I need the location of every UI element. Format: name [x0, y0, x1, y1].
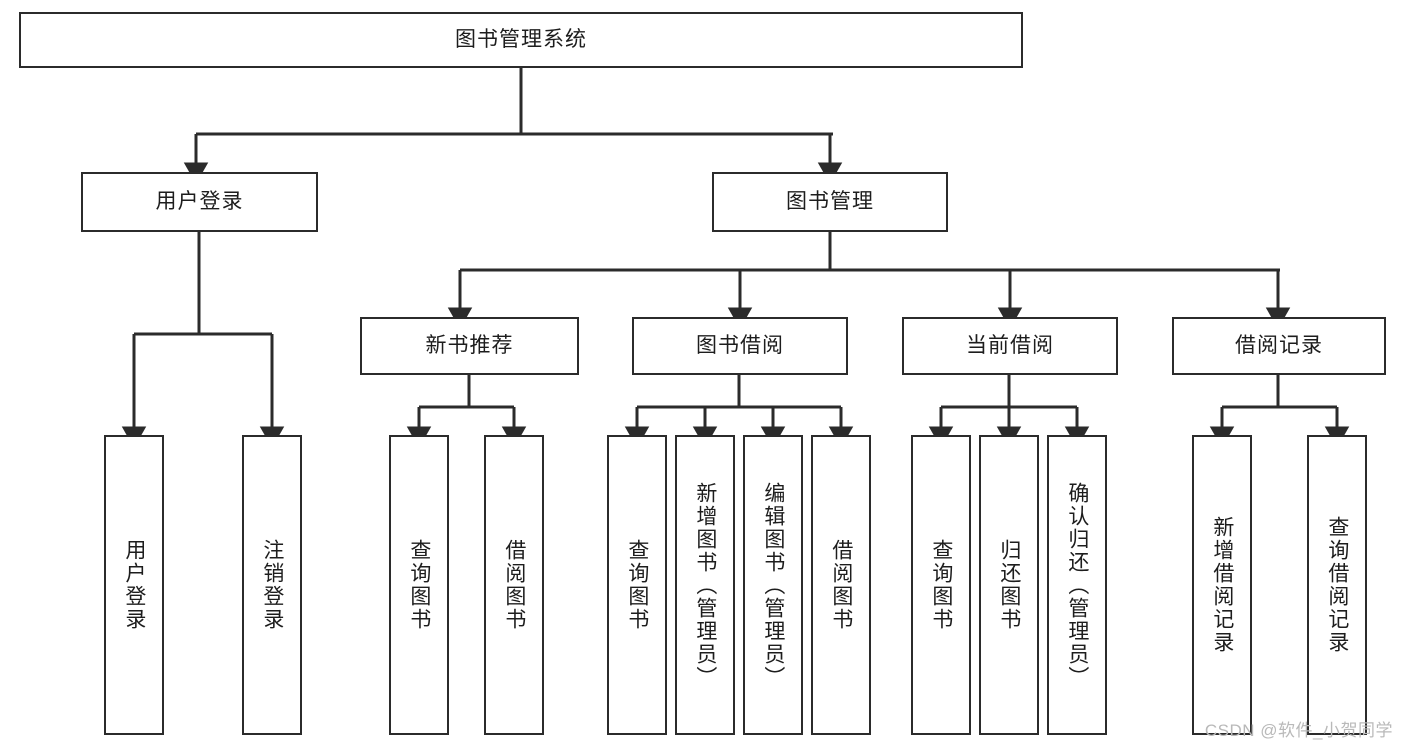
node-book-management-label: 图书管理 [786, 189, 874, 213]
node-book-management[interactable]: 图书管理 [712, 172, 948, 232]
leaf-query-book-2[interactable]: 查询图书 [607, 435, 667, 735]
node-user-login-label: 用户登录 [155, 189, 244, 213]
leaf-user-login[interactable]: 用户登录 [104, 435, 164, 735]
leaf-edit-book[interactable]: 编辑图书（管理员） [743, 435, 803, 735]
node-new-book-recommend-label: 新书推荐 [425, 333, 514, 357]
leaf-logout-login-label: 注销登录 [260, 539, 284, 631]
leaf-edit-book-label: 编辑图书（管理员） [761, 481, 785, 689]
leaf-user-login-label: 用户登录 [122, 539, 146, 631]
leaf-confirm-return-label: 确认归还（管理员） [1065, 481, 1089, 689]
leaf-borrow-book-2[interactable]: 借阅图书 [811, 435, 871, 735]
leaf-return-book-label: 归还图书 [997, 539, 1021, 631]
leaf-confirm-return[interactable]: 确认归还（管理员） [1047, 435, 1107, 735]
leaf-borrow-book-2-label: 借阅图书 [829, 539, 853, 631]
leaf-query-book-3-label: 查询图书 [929, 539, 953, 631]
node-root[interactable]: 图书管理系统 [19, 12, 1023, 68]
leaf-add-book[interactable]: 新增图书（管理员） [675, 435, 735, 735]
leaf-query-book-1-label: 查询图书 [407, 539, 431, 631]
node-root-label: 图书管理系统 [455, 27, 587, 51]
leaf-return-book[interactable]: 归还图书 [979, 435, 1039, 735]
node-borrow-record[interactable]: 借阅记录 [1172, 317, 1386, 375]
leaf-query-record-label: 查询借阅记录 [1325, 516, 1349, 654]
leaf-borrow-book-1[interactable]: 借阅图书 [484, 435, 544, 735]
leaf-add-record[interactable]: 新增借阅记录 [1192, 435, 1252, 735]
node-current-borrow[interactable]: 当前借阅 [902, 317, 1118, 375]
node-new-book-recommend[interactable]: 新书推荐 [360, 317, 579, 375]
node-book-borrow[interactable]: 图书借阅 [632, 317, 848, 375]
leaf-add-record-label: 新增借阅记录 [1210, 516, 1234, 654]
leaf-query-book-1[interactable]: 查询图书 [389, 435, 449, 735]
leaf-borrow-book-1-label: 借阅图书 [502, 539, 526, 631]
leaf-query-record[interactable]: 查询借阅记录 [1307, 435, 1367, 735]
leaf-query-book-3[interactable]: 查询图书 [911, 435, 971, 735]
node-borrow-record-label: 借阅记录 [1235, 333, 1323, 357]
leaf-add-book-label: 新增图书（管理员） [693, 481, 717, 689]
node-book-borrow-label: 图书借阅 [696, 333, 784, 357]
leaf-query-book-2-label: 查询图书 [625, 539, 649, 631]
node-current-borrow-label: 当前借阅 [966, 333, 1054, 357]
leaf-logout-login[interactable]: 注销登录 [242, 435, 302, 735]
node-user-login[interactable]: 用户登录 [81, 172, 318, 232]
